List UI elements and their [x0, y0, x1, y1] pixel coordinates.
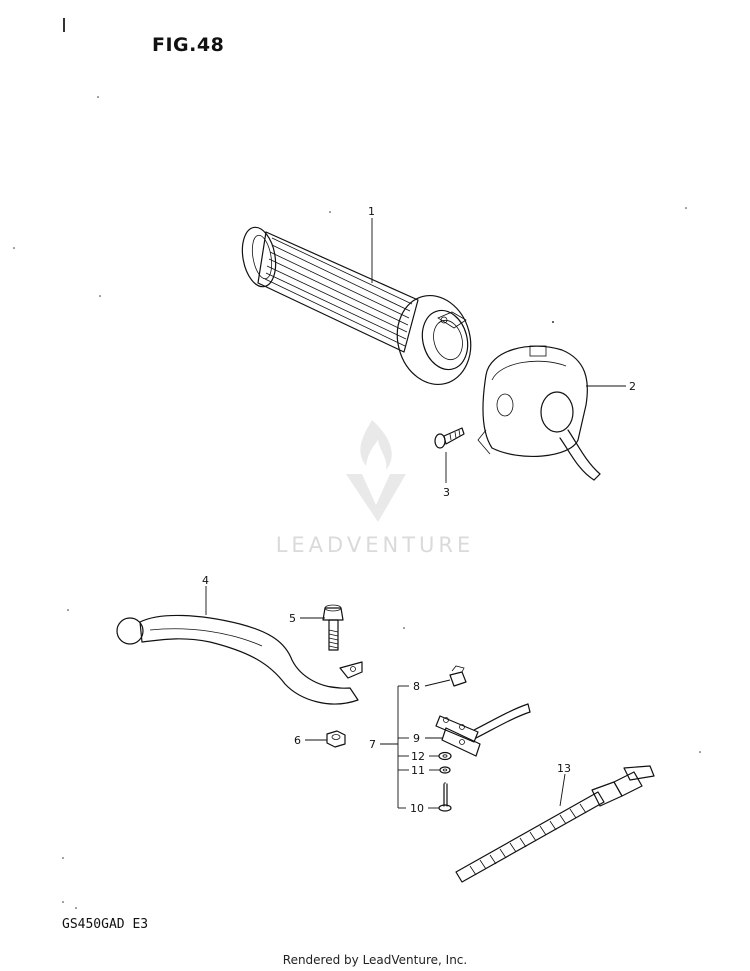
callout-1: 1	[368, 205, 375, 218]
figure-title: FIG.48	[152, 34, 225, 56]
screw-part-3[interactable]	[434, 427, 465, 449]
watermark-logo	[346, 420, 406, 522]
callout-10: 10	[410, 802, 424, 815]
handlebar-switch-part[interactable]	[477, 345, 601, 481]
callout-6: 6	[294, 734, 301, 747]
switch-part-9[interactable]	[435, 703, 531, 757]
model-code: GS450GAD E3	[62, 917, 149, 932]
leader-lines	[205, 218, 626, 809]
callout-labels: 1 2 3 4 5 6 7 8 9 10 11 12 13	[202, 205, 636, 815]
callout-2: 2	[629, 380, 636, 393]
footer-credit: Rendered by LeadVenture, Inc.	[282, 953, 468, 967]
callout-8: 8	[413, 680, 420, 693]
bolt-part[interactable]	[322, 604, 344, 651]
callout-5: 5	[289, 612, 296, 625]
callout-11: 11	[411, 764, 425, 777]
scan-specks	[13, 18, 701, 909]
washer-part-11[interactable]	[439, 766, 451, 774]
callout-4: 4	[202, 574, 209, 587]
cable-tie-part[interactable]	[455, 765, 655, 883]
callout-13: 13	[557, 762, 571, 775]
callout-12: 12	[411, 750, 425, 763]
washer-part-12[interactable]	[438, 751, 452, 761]
callout-7: 7	[369, 738, 376, 751]
grip-part[interactable]	[238, 225, 480, 393]
clutch-lever-part[interactable]	[116, 614, 363, 705]
callout-3: 3	[443, 486, 450, 499]
cap-part[interactable]	[449, 665, 467, 687]
callout-9: 9	[413, 732, 420, 745]
watermark-text: LEADVENTURE	[275, 533, 475, 557]
nut-part[interactable]	[326, 730, 346, 748]
screw-part-10[interactable]	[438, 782, 452, 812]
